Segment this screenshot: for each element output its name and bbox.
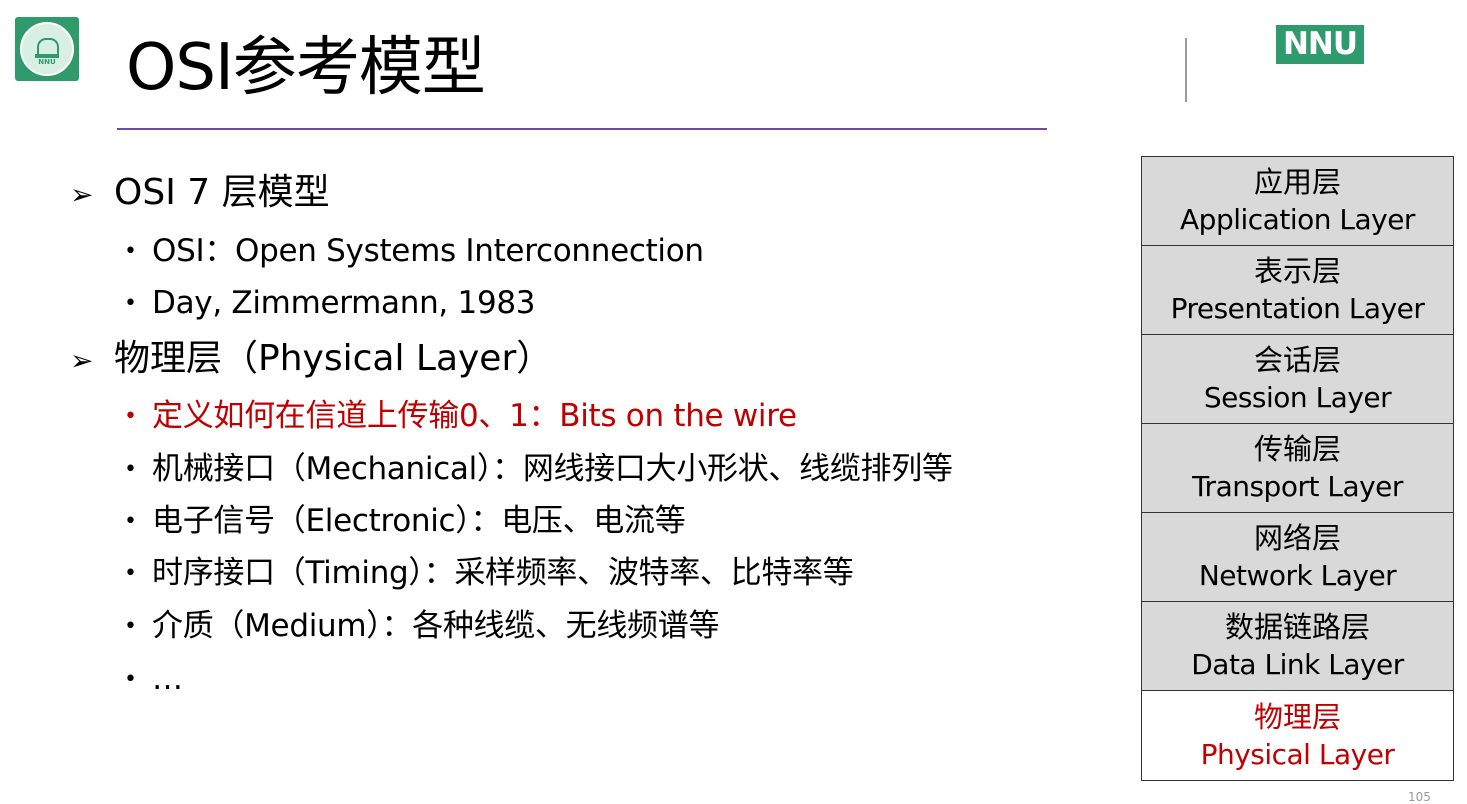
list-item-text: 介质（Medium）：各种线缆、无线频谱等 — [152, 608, 720, 644]
layer-name-en: Physical Layer — [1200, 737, 1395, 771]
layer-name-cn: 物理层 — [1253, 699, 1341, 734]
list-item: • Day, Zimmermann, 1983 — [124, 283, 536, 324]
seal-emblem-icon: NNU — [20, 22, 74, 76]
list-item: • 时序接口（Timing）：采样频率、波特率、比特率等 — [124, 553, 854, 594]
list-item-text: Day, Zimmermann, 1983 — [152, 285, 536, 321]
layer-application: 应用层 Application Layer — [1142, 157, 1453, 246]
title-divider — [117, 128, 1047, 130]
dot-bullet-icon: • — [124, 509, 137, 534]
list-item-text: … — [152, 661, 183, 697]
dot-bullet-icon: • — [124, 404, 137, 429]
list-item-text: 定义如何在信道上传输0、1：Bits on the wire — [152, 398, 797, 434]
layer-data-link: 数据链路层 Data Link Layer — [1142, 602, 1453, 691]
nnu-logo-badge: NNU — [1276, 25, 1364, 64]
dot-bullet-icon: • — [124, 457, 137, 482]
arrow-bullet-icon: ➢ — [70, 344, 94, 377]
list-item-text: OSI 7 层模型 — [114, 172, 330, 213]
layer-name-cn: 传输层 — [1253, 432, 1341, 466]
list-item: • 介质（Medium）：各种线缆、无线频谱等 — [124, 606, 719, 647]
page-number: 105 — [1408, 790, 1431, 804]
header-vertical-divider — [1185, 38, 1187, 102]
arrow-bullet-icon: ➢ — [70, 178, 94, 211]
list-item-text: 机械接口（Mechanical）：网线接口大小形状、线缆排列等 — [152, 451, 953, 487]
layer-name-en: Network Layer — [1198, 559, 1397, 592]
osi-layer-stack: 应用层 Application Layer 表示层 Presentation L… — [1141, 156, 1454, 781]
list-item: • OSI：Open Systems Interconnection — [124, 231, 704, 272]
layer-name-cn: 数据链路层 — [1224, 610, 1370, 644]
dot-bullet-icon: • — [124, 614, 137, 639]
layer-name-cn: 网络层 — [1253, 521, 1341, 555]
list-item: ➢ 物理层（Physical Layer） — [70, 337, 552, 383]
layer-name-en: Data Link Layer — [1191, 648, 1404, 681]
layer-name-cn: 会话层 — [1253, 343, 1341, 377]
layer-transport: 传输层 Transport Layer — [1142, 424, 1453, 513]
list-item-highlighted: • 定义如何在信道上传输0、1：Bits on the wire — [124, 396, 797, 437]
layer-presentation: 表示层 Presentation Layer — [1142, 246, 1453, 335]
list-item-text: 时序接口（Timing）：采样频率、波特率、比特率等 — [152, 555, 854, 591]
layer-name-en: Presentation Layer — [1170, 292, 1425, 325]
dot-bullet-icon: • — [124, 561, 137, 586]
list-item: ➢ OSI 7 层模型 — [70, 171, 330, 217]
dot-bullet-icon: • — [124, 667, 137, 692]
layer-name-cn: 表示层 — [1253, 254, 1341, 288]
list-item-text: 电子信号（Electronic）：电压、电流等 — [152, 503, 686, 539]
layer-session: 会话层 Session Layer — [1142, 335, 1453, 424]
dot-bullet-icon: • — [124, 291, 137, 316]
list-item: • 机械接口（Mechanical）：网线接口大小形状、线缆排列等 — [124, 449, 953, 490]
list-item: •… — [124, 659, 183, 700]
slide-title: OSI参考模型 — [126, 31, 486, 105]
layer-name-cn: 应用层 — [1253, 165, 1341, 199]
layer-name-en: Transport Layer — [1192, 470, 1403, 503]
layer-name-en: Session Layer — [1203, 381, 1392, 414]
university-seal-logo: NNU — [15, 17, 79, 81]
dot-bullet-icon: • — [124, 239, 137, 264]
seal-text: NNU — [38, 58, 56, 66]
list-item: • 电子信号（Electronic）：电压、电流等 — [124, 501, 686, 542]
list-item-text: OSI：Open Systems Interconnection — [152, 233, 704, 269]
layer-network: 网络层 Network Layer — [1142, 513, 1453, 602]
layer-name-en: Application Layer — [1180, 203, 1415, 236]
layer-physical-highlighted: 物理层 Physical Layer — [1142, 691, 1453, 780]
list-item-text: 物理层（Physical Layer） — [114, 338, 553, 379]
